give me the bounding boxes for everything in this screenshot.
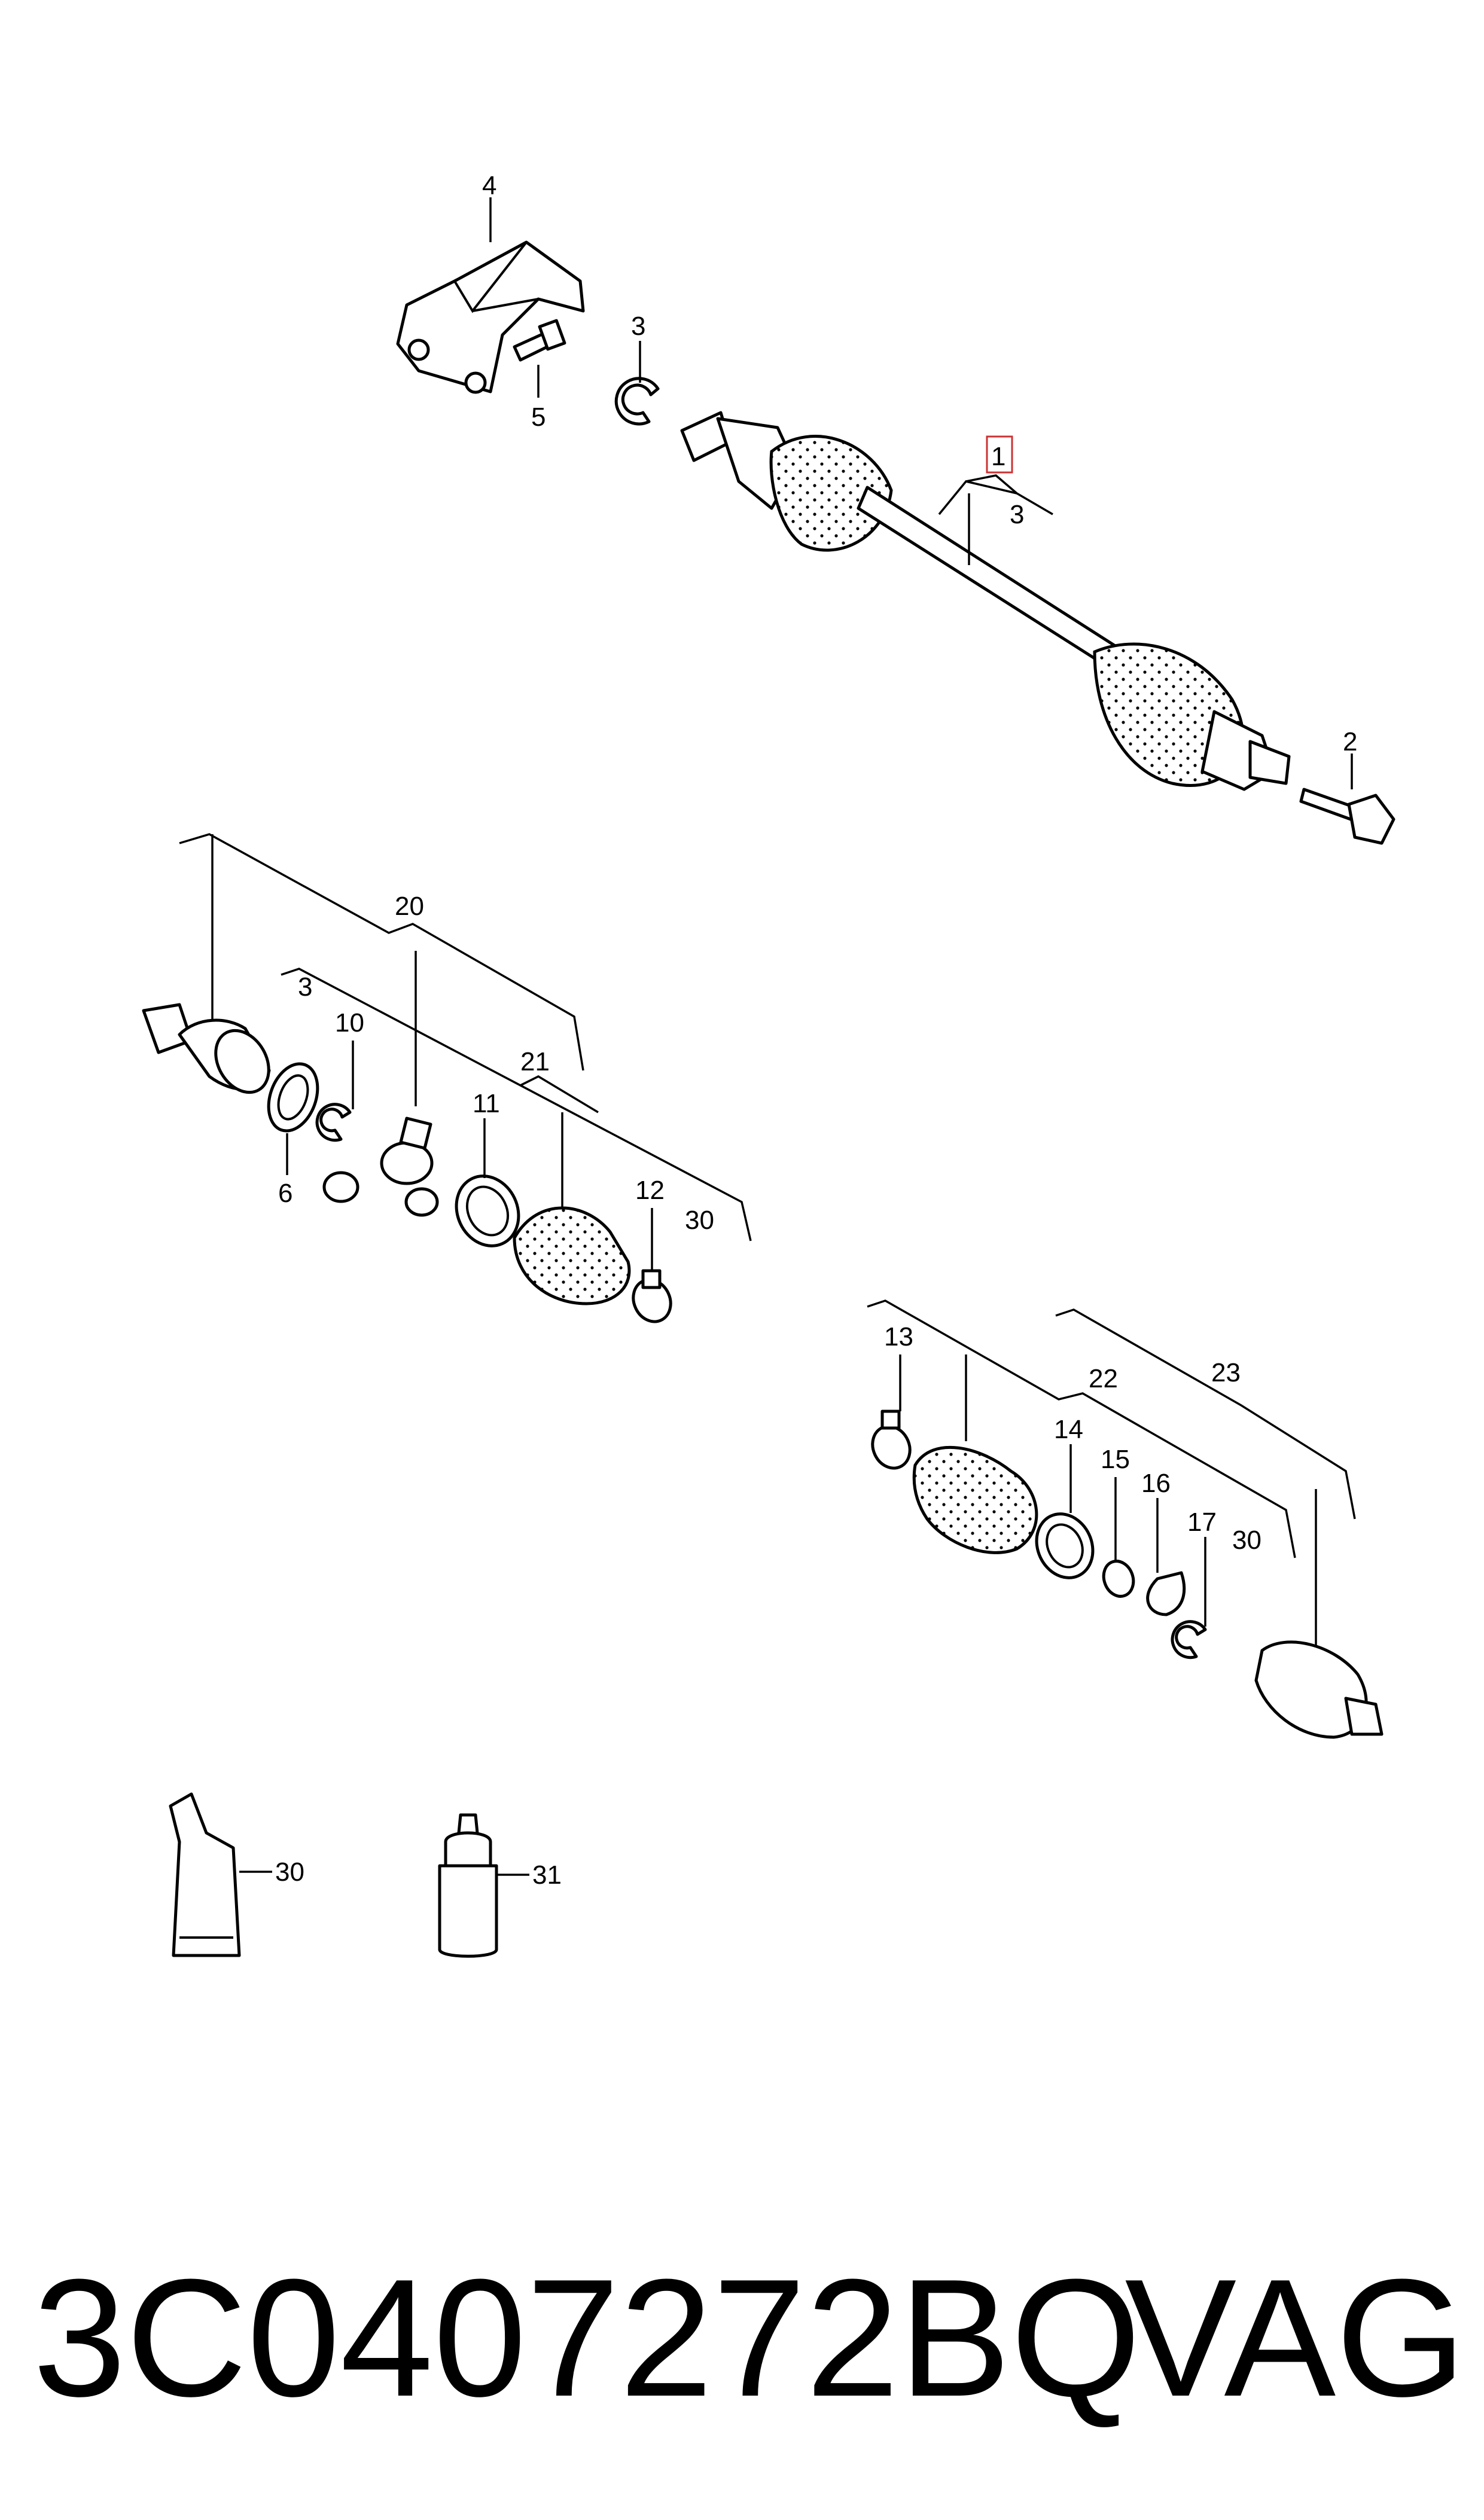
shield-bolt-part <box>513 319 566 362</box>
callout-21: 21 <box>520 1047 550 1076</box>
gasket-part <box>267 1062 319 1133</box>
sealant-bottle-part <box>438 1813 498 1958</box>
callout-30-left: 30 <box>685 1206 714 1235</box>
drive-shaft-part <box>680 411 1291 791</box>
ring-15-part <box>1102 1560 1135 1598</box>
boot-right-part <box>912 1445 1038 1554</box>
callout-4: 4 <box>482 171 496 200</box>
inner-joint-housing-part <box>142 1003 271 1094</box>
callout-2: 2 <box>1343 727 1357 756</box>
callout-30-right: 30 <box>1232 1526 1261 1555</box>
callout-17: 17 <box>1187 1508 1217 1537</box>
callout-3-left: 3 <box>298 972 312 1002</box>
callout-23: 23 <box>1211 1358 1241 1387</box>
callout-22: 22 <box>1089 1364 1118 1393</box>
clamp-13-part <box>871 1410 912 1470</box>
brand-text: VAG <box>1125 2245 1466 2431</box>
axle-bolt-part <box>1299 788 1395 845</box>
part-number-text: 3C0407272BQ <box>33 2245 1141 2431</box>
callout-31: 31 <box>532 1860 562 1890</box>
cup-16-part <box>1146 1571 1186 1616</box>
callout-12: 12 <box>635 1176 665 1205</box>
callout-14: 14 <box>1054 1415 1083 1444</box>
tripod-part <box>322 1116 439 1217</box>
callout-20: 20 <box>395 892 424 921</box>
callout-13: 13 <box>884 1322 913 1351</box>
callout-11: 11 <box>473 1089 500 1118</box>
callout-15: 15 <box>1101 1445 1130 1474</box>
boot-left-part <box>513 1206 631 1305</box>
callout-3-top: 3 <box>631 312 645 341</box>
callout-5: 5 <box>531 402 546 432</box>
circlip-part <box>614 377 660 426</box>
callout-3-shaft: 3 <box>1010 500 1024 529</box>
grease-tube-part <box>169 1792 241 1957</box>
callout-1: 1 <box>991 442 1005 471</box>
clamp-11-part <box>455 1174 520 1247</box>
circlip-17-part <box>1171 1620 1207 1659</box>
outer-joint-part <box>1254 1640 1384 1739</box>
clamp-12-part <box>632 1269 672 1323</box>
callout-16: 16 <box>1141 1469 1171 1498</box>
callout-30-grease: 30 <box>275 1857 304 1887</box>
callout-10: 10 <box>335 1008 364 1038</box>
callout-1-highlight-box <box>986 435 1013 474</box>
clamp-14-part <box>1035 1512 1095 1579</box>
circlip-10-part <box>315 1103 352 1142</box>
heat-shield-part <box>396 240 585 394</box>
callout-6: 6 <box>278 1179 292 1208</box>
